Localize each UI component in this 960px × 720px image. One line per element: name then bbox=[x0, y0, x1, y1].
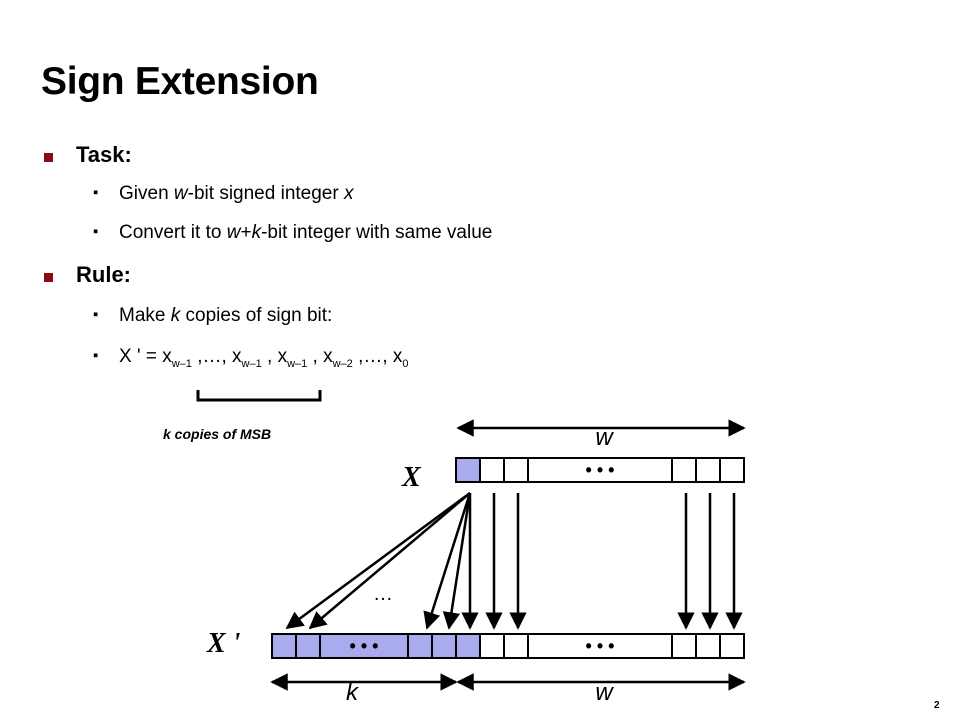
bit-cell bbox=[503, 633, 529, 659]
sign-bit-cell bbox=[455, 457, 481, 483]
text: Given bbox=[119, 183, 174, 204]
bit-cell bbox=[695, 633, 721, 659]
width-label-top: w bbox=[595, 424, 614, 451]
bit-cell-ellipsis bbox=[527, 633, 673, 659]
text: Make bbox=[119, 305, 171, 326]
register-xprime-ellipsis-right: • • • bbox=[586, 636, 615, 656]
fanout-arrow bbox=[285, 491, 471, 630]
register-x-label: X bbox=[401, 462, 422, 493]
fanout-arrow bbox=[442, 492, 472, 630]
bullet-square-icon bbox=[44, 153, 53, 162]
register-xprime-label: X ' bbox=[206, 628, 241, 659]
extended-bit-cell bbox=[271, 633, 297, 659]
formula-term: xw–2 ,…, bbox=[323, 346, 393, 370]
page-number: 2 bbox=[934, 700, 940, 711]
text-italic: w bbox=[226, 222, 241, 243]
bit-cell bbox=[503, 457, 529, 483]
bullet-square-icon bbox=[44, 273, 53, 282]
text-italic: x bbox=[343, 183, 354, 204]
text: -bit integer with same value bbox=[261, 222, 493, 243]
text-italic: k bbox=[251, 222, 262, 243]
text-italic: w bbox=[173, 183, 188, 204]
bit-cell bbox=[671, 633, 697, 659]
extended-bit-cell bbox=[407, 633, 433, 659]
sign-fanout-arrows bbox=[285, 491, 479, 630]
register-x-ellipsis: • • • bbox=[586, 460, 615, 480]
text-italic: k bbox=[170, 305, 181, 326]
bit-cell bbox=[695, 457, 721, 483]
fanout-arrow bbox=[308, 492, 471, 630]
bit-copy-arrows bbox=[485, 493, 743, 630]
width-label-k: k bbox=[346, 679, 360, 706]
bit-cell bbox=[719, 633, 745, 659]
sub-bullet-marker-icon: ▪ bbox=[93, 306, 99, 323]
formula-term: xw–1 ,…, bbox=[162, 346, 233, 370]
formula-term: xw–1 , bbox=[232, 346, 278, 370]
bullet-task-label: Task: bbox=[76, 142, 132, 167]
bit-cell bbox=[479, 457, 505, 483]
sub-bullet-marker-icon: ▪ bbox=[93, 184, 99, 201]
sign-bit-cell bbox=[455, 633, 481, 659]
width-label-w: w bbox=[595, 679, 614, 706]
brace-bracket bbox=[196, 390, 322, 402]
text: + bbox=[240, 222, 252, 243]
bit-cell bbox=[479, 633, 505, 659]
text: Convert it to bbox=[119, 222, 227, 243]
formula-lhs: X ' = bbox=[119, 346, 163, 367]
register-xprime-ellipsis-left: • • • bbox=[350, 636, 379, 656]
fanout-arrow bbox=[423, 492, 472, 630]
sub-bullet-marker-icon: ▪ bbox=[93, 347, 99, 364]
extended-bit-cell bbox=[295, 633, 321, 659]
formula-term: xw–1 , bbox=[277, 346, 324, 370]
bit-cell bbox=[671, 457, 697, 483]
formula: X ' = xw–1 ,…, xw–1 , xw–1 , xw–2 ,…, x0 bbox=[119, 346, 409, 370]
extended-bit-cell-ellipsis bbox=[319, 633, 409, 659]
bullet-rule-label: Rule: bbox=[76, 262, 131, 287]
bit-cell bbox=[719, 457, 745, 483]
formula-term: x0 bbox=[392, 346, 409, 370]
extended-bit-cell bbox=[431, 633, 457, 659]
brace-label: k copies of MSB bbox=[163, 426, 272, 442]
register-xprime bbox=[271, 633, 745, 659]
sub-bullet-marker-icon: ▪ bbox=[93, 223, 99, 240]
text: -bit signed integer bbox=[187, 183, 344, 204]
fanout-ellipsis: … bbox=[373, 583, 393, 605]
text: copies of sign bit: bbox=[180, 305, 333, 326]
register-x bbox=[455, 457, 745, 483]
slide-title: Sign Extension bbox=[41, 60, 319, 103]
